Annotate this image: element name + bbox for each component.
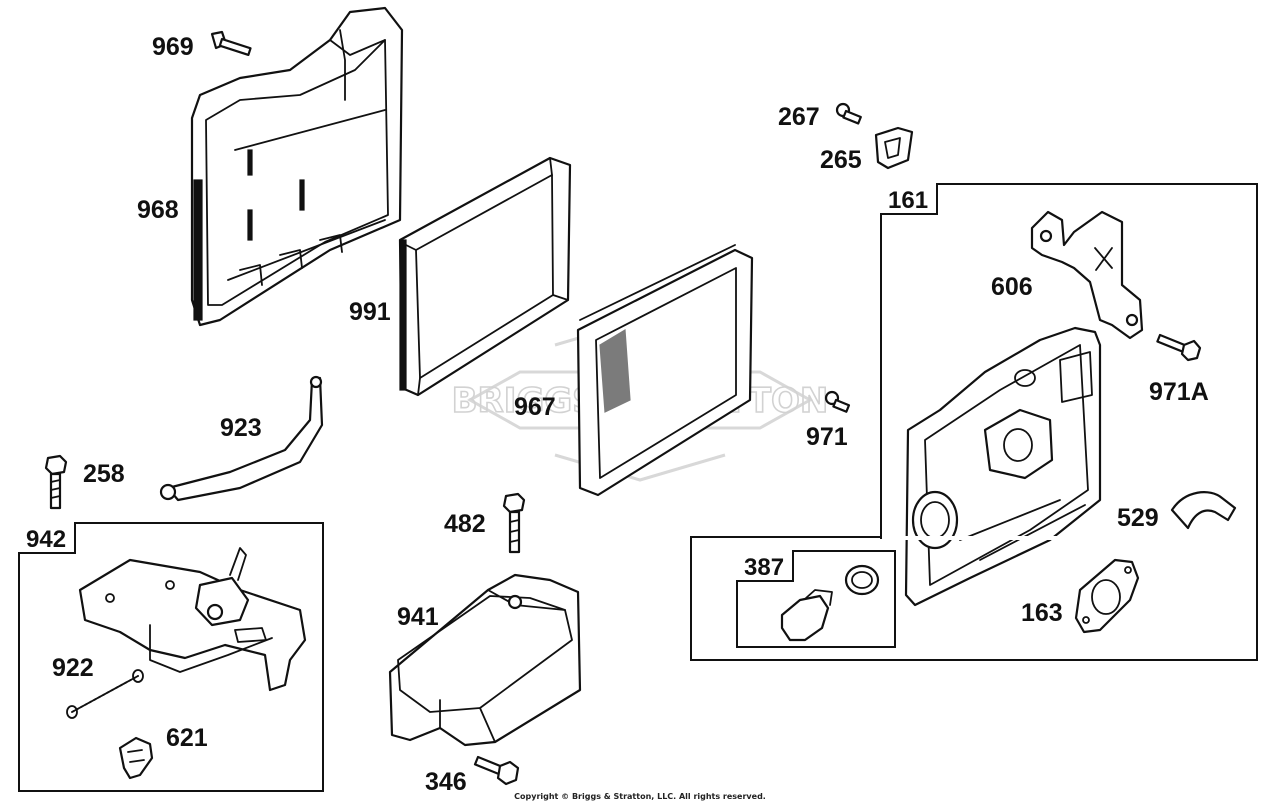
part-163-gasket (1074, 558, 1140, 634)
part-label-967: 967 (514, 393, 556, 421)
part-923-link (159, 375, 324, 502)
group-box-161-joint (882, 536, 1256, 540)
part-label-923: 923 (220, 414, 262, 442)
part-label-968: 968 (137, 196, 179, 224)
part-529-hose (1170, 491, 1237, 530)
group-label-387: 387 (736, 550, 795, 582)
part-161-adapter (904, 326, 1102, 607)
part-label-971: 971 (806, 423, 848, 451)
part-label-267: 267 (778, 103, 820, 131)
part-label-163: 163 (1021, 599, 1063, 627)
part-346-bolt (473, 755, 520, 786)
part-label-621: 621 (166, 724, 208, 752)
group-label-942: 942 (18, 522, 77, 554)
part-606-bracket (1030, 210, 1144, 340)
part-971A-bolt (1156, 333, 1202, 362)
part-258-bolt (44, 454, 68, 510)
part-label-922: 922 (52, 654, 94, 682)
part-387-primer (780, 564, 880, 642)
part-label-529: 529 (1117, 504, 1159, 532)
part-621-clip (118, 736, 154, 780)
part-label-258: 258 (83, 460, 125, 488)
group-box-161 (880, 183, 1258, 539)
part-942-bracket (78, 547, 307, 692)
copyright-notice: Copyright © Briggs & Stratton, LLC. All … (514, 792, 766, 801)
part-265-clip (874, 126, 914, 170)
group-box-387 (736, 550, 896, 648)
part-label-991: 991 (349, 298, 391, 326)
part-969-bolt (210, 30, 252, 57)
part-482-bolt (502, 492, 526, 554)
part-968-air-cleaner-base (190, 6, 404, 327)
part-label-265: 265 (820, 146, 862, 174)
part-971-screw (824, 390, 851, 413)
part-label-482: 482 (444, 510, 486, 538)
part-922-spring (66, 669, 144, 719)
part-267-screw (835, 102, 862, 125)
part-991-pre-cleaner (398, 156, 572, 397)
part-label-971A: 971A (1149, 378, 1209, 406)
part-label-941: 941 (397, 603, 439, 631)
part-941-cover (388, 573, 582, 747)
part-label-606: 606 (991, 273, 1033, 301)
group-box-942 (18, 522, 324, 792)
part-967-filter-cartridge (576, 244, 754, 497)
part-label-969: 969 (152, 33, 194, 61)
group-label-161: 161 (880, 183, 939, 215)
part-label-346: 346 (425, 768, 467, 796)
